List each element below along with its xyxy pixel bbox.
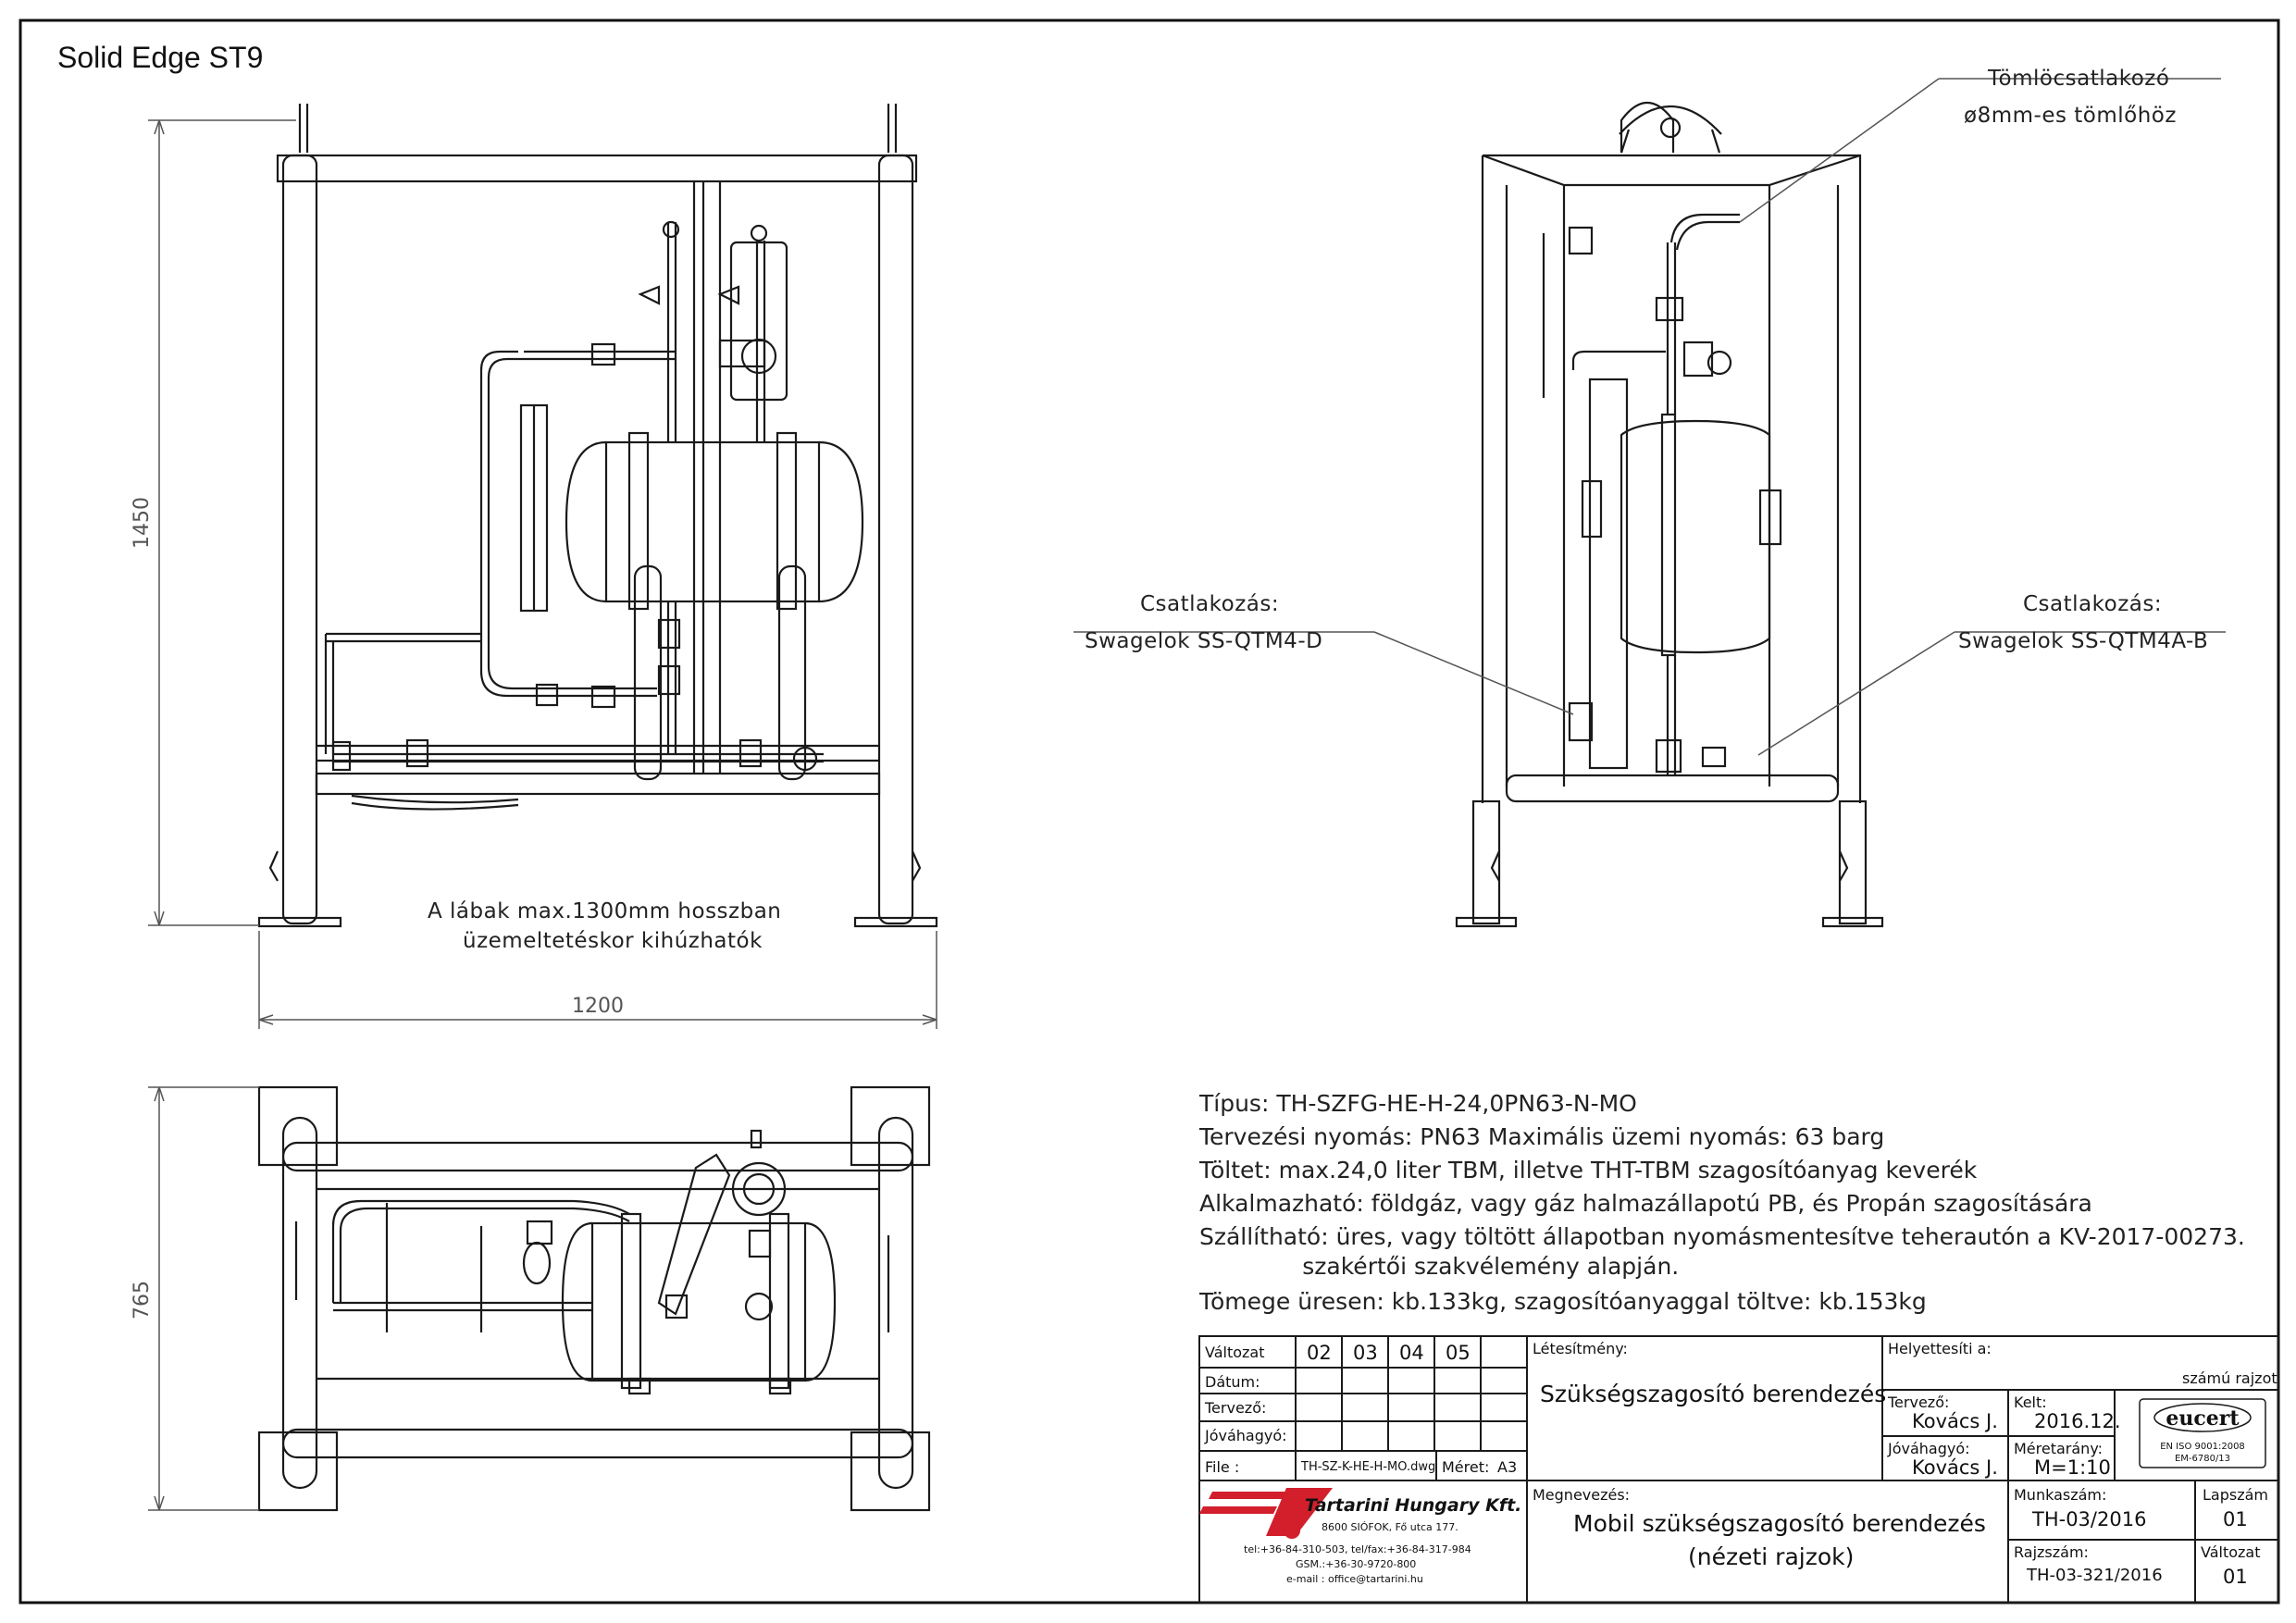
- right-callout-title: Csatlakozás:: [2023, 592, 2163, 616]
- tb-drawing-no-value: TH-03-321/2016: [2027, 1566, 2163, 1585]
- spec-pressure: Tervezési nyomás: PN63 Maximális üzemi n…: [1199, 1123, 1885, 1150]
- spec-fill: Töltet: max.24,0 liter TBM, illetve THT-…: [1199, 1157, 1978, 1183]
- tb-date-label: Dátum:: [1205, 1373, 1260, 1391]
- tb-version-label: Változat: [2201, 1543, 2261, 1561]
- tb-rev-02: 02: [1307, 1342, 1332, 1364]
- side-view: [1455, 101, 1884, 928]
- front-dimensions: [148, 119, 937, 1029]
- app-title: Solid Edge ST9: [57, 41, 264, 74]
- company-phone: tel:+36-84-310-503, tel/fax:+36-84-317-9…: [1244, 1543, 1471, 1555]
- tb-revision-label: Változat: [1205, 1344, 1265, 1361]
- spec-usage: Alkalmazható: földgáz, vagy gáz halmazál…: [1199, 1190, 2092, 1217]
- tb-date-issued: 2016.12.: [2034, 1410, 2121, 1432]
- company-address: 8600 SIÓFOK, Fő utca 177.: [1322, 1521, 1458, 1533]
- tb-file-value: TH-SZ-K-HE-H-MO.dwg: [1301, 1460, 1436, 1474]
- tb-rev-04: 04: [1399, 1342, 1424, 1364]
- tb-approver-name: Kovács J.: [1912, 1456, 1998, 1479]
- legs-note-line-2: üzemeltetéskor kihúzhatók: [463, 929, 763, 953]
- tb-facility-label: Létesítmény:: [1533, 1340, 1628, 1357]
- company-mobile: GSM.:+36-30-9720-800: [1296, 1558, 1417, 1570]
- cert-line-1: EN ISO 9001:2008: [2160, 1442, 2245, 1452]
- tb-name-line-1: Mobil szükségszagosító berendezés: [1573, 1510, 1986, 1537]
- tb-approver-label: Jóváhagyó:: [1205, 1427, 1287, 1444]
- tb-date-issued-label: Kelt:: [2014, 1394, 2047, 1411]
- tb-file-label: File :: [1205, 1458, 1240, 1476]
- tb-name-line-2: (nézeti rajzok): [1688, 1543, 1855, 1570]
- eucert-logo: [2139, 1398, 2266, 1468]
- tb-site-suffix: számú rajzot: [2182, 1369, 2277, 1387]
- tb-designer-name-label: Tervező:: [1888, 1394, 1950, 1411]
- tb-size-value: A3: [1497, 1458, 1518, 1476]
- company-name: Tartarini Hungary Kft.: [1305, 1495, 1522, 1516]
- tb-rev-05: 05: [1446, 1342, 1471, 1364]
- hose-callout-detail: ø8mm-es tömlőhöz: [1964, 104, 2177, 128]
- spec-type: Típus: TH-SZFG-HE-H-24,0PN63-N-MO: [1199, 1090, 1637, 1117]
- tb-job-value: TH-03/2016: [2032, 1508, 2147, 1530]
- company-logo-mark: [1199, 1488, 1333, 1539]
- sheet-border: [19, 19, 2280, 1604]
- company-email: e-mail : office@tartarini.hu: [1286, 1573, 1423, 1585]
- dim-depth-label: 765: [130, 1281, 154, 1319]
- tb-scale-value: M=1:10: [2034, 1456, 2111, 1479]
- left-callout-title: Csatlakozás:: [1140, 592, 1280, 616]
- tb-sheet-label: Lapszám: [2203, 1486, 2268, 1504]
- legs-note-line-1: A lábak max.1300mm hosszban: [428, 899, 782, 923]
- tb-job-label: Munkaszám:: [2014, 1486, 2107, 1504]
- top-dimensions: [148, 1086, 259, 1511]
- tb-site-label: Helyettesíti a:: [1888, 1340, 1992, 1357]
- tb-name-label: Megnevezés:: [1533, 1486, 1631, 1504]
- callout-leaders: [1074, 78, 2226, 756]
- tb-rev-03: 03: [1353, 1342, 1378, 1364]
- dim-height-label: 1450: [130, 497, 154, 549]
- tb-version-value: 01: [2223, 1566, 2248, 1588]
- tb-sheet-value: 01: [2223, 1508, 2248, 1530]
- front-view: [257, 104, 938, 928]
- cert-line-2: EM-6780/13: [2175, 1454, 2230, 1464]
- top-view: [257, 1085, 931, 1512]
- spec-transport: Szállítható: üres, vagy töltött állapotb…: [1199, 1223, 2245, 1250]
- hose-callout-title: Tömlöcsatlakozó: [1988, 67, 2170, 91]
- tb-scale-label: Méretarány:: [2014, 1440, 2104, 1457]
- tb-designer-name: Kovács J.: [1912, 1410, 1998, 1432]
- left-callout-detail: Swagelok SS-QTM4-D: [1085, 629, 1323, 653]
- spec-transport-cont: szakértői szakvélemény alapján.: [1199, 1253, 1680, 1280]
- tb-size-label: Méret:: [1442, 1458, 1490, 1476]
- tb-facility-value: Szükségszagosító berendezés: [1540, 1381, 1887, 1407]
- dim-width-label: 1200: [572, 995, 624, 1018]
- cert-logo-text: eucert: [2166, 1406, 2240, 1431]
- tb-drawing-no-label: Rajzszám:: [2014, 1543, 2089, 1561]
- right-callout-detail: Swagelok SS-QTM4A-B: [1958, 629, 2209, 653]
- spec-weight: Tömege üresen: kb.133kg, szagosítóanyagg…: [1199, 1288, 1927, 1315]
- tb-designer-label: Tervező:: [1205, 1399, 1267, 1417]
- title-block-grid: [1198, 1335, 2279, 1604]
- tb-approver-name-label: Jóváhagyó:: [1888, 1440, 1970, 1457]
